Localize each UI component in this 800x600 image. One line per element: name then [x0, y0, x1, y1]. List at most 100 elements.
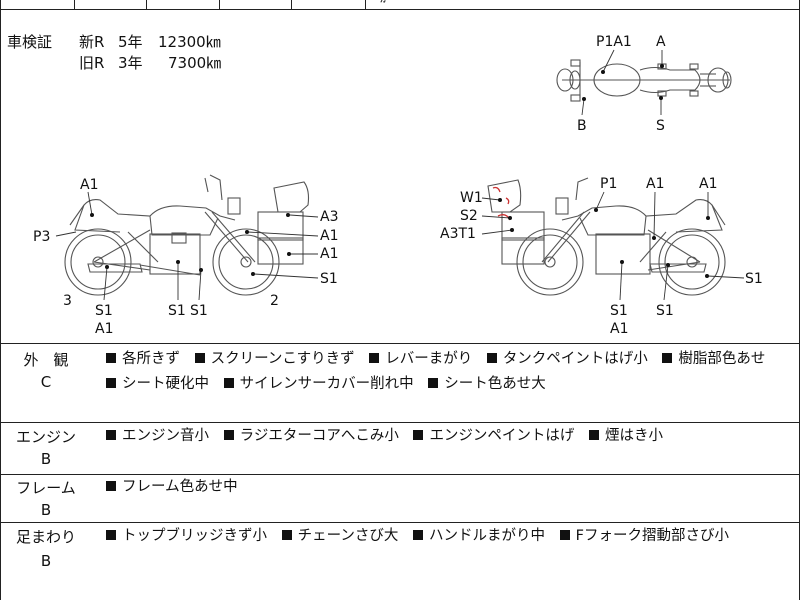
bullet-square-icon: [106, 530, 116, 540]
right-view-bike: [487, 177, 726, 296]
header-cell-divider: [146, 0, 147, 9]
section-engine: エンジン B エンジン音小 ラジエターコアへこみ小 エンジンペイントはげ 煙はき…: [0, 423, 800, 474]
bullet-square-icon: [369, 353, 380, 363]
header-divider: [0, 9, 800, 10]
header-cell-divider: [219, 0, 220, 9]
inspection-years-new: 5年: [118, 33, 143, 51]
category-label: エンジン: [15, 428, 76, 446]
label-left-p3: P3: [33, 229, 51, 245]
label-left-3: 3: [63, 293, 72, 309]
list-item: サイレンサーカバー削れ中: [239, 376, 414, 392]
item-list: エンジン音小 ラジエターコアへこみ小 エンジンペイントはげ 煙はき小: [104, 424, 792, 449]
inspection-type-new: 新R: [79, 33, 105, 51]
label-left-2: 2: [270, 293, 279, 309]
bullet-square-icon: [281, 530, 292, 540]
list-item: チェーンさび大: [297, 528, 399, 544]
list-item: 樹脂部色あせ: [678, 351, 766, 367]
bullet-square-icon: [589, 430, 600, 440]
table-divider: [0, 474, 800, 475]
list-item: レバーまがり: [385, 351, 473, 367]
list-item: フレーム色あせ中: [122, 479, 238, 495]
label-right-a1-bottom: A1: [610, 321, 629, 337]
section-suspension: 足まわり B トップブリッジきず小 チェーンさび大 ハンドルまがり中 Fフォーク…: [0, 523, 800, 600]
header-glyph: ｶ: [380, 0, 387, 7]
label-left-a1-top: A1: [80, 177, 99, 193]
grade-label: B: [40, 501, 52, 519]
grade-label: C: [40, 373, 52, 391]
inspection-type-old: 旧R: [79, 54, 105, 72]
inspection-label: 車検証: [7, 33, 53, 51]
label-right-a3t1: A3T1: [440, 226, 476, 242]
header-cell-divider: [74, 0, 75, 9]
bullet-square-icon: [559, 530, 570, 540]
category-label: 外 観: [23, 351, 69, 369]
list-item: ハンドルまがり中: [429, 528, 545, 544]
table-divider: [0, 522, 800, 523]
right-view-leaders: [481, 191, 745, 301]
item-list: トップブリッジきず小 チェーンさび大 ハンドルまがり中 Fフォーク摺動部さび小: [104, 524, 792, 549]
list-item: タンクペイントはげ小: [502, 351, 648, 367]
list-item: 各所きず: [122, 351, 180, 367]
left-border: [0, 0, 1, 600]
motorcycle-diagram: [55, 49, 745, 301]
label-right-w1: W1: [460, 190, 483, 206]
bullet-square-icon: [662, 353, 673, 363]
list-item: トップブリッジきず小: [122, 528, 267, 544]
bullet-square-icon: [223, 378, 234, 388]
list-item: シート硬化中: [122, 376, 209, 392]
label-top-b: B: [577, 118, 587, 134]
list-item: エンジン音小: [122, 428, 209, 444]
inspection-distance-new: 12300㎞: [158, 33, 221, 51]
category-label: フレーム: [16, 479, 76, 497]
bullet-square-icon: [428, 378, 439, 388]
list-item: Fフォーク摺動部さび小: [575, 528, 729, 544]
label-left-s1-c: S1: [190, 303, 208, 319]
label-right-s1-b: S1: [656, 303, 674, 319]
bullet-square-icon: [413, 430, 424, 440]
label-left-a1-mid: A1: [320, 228, 339, 244]
grade-label: B: [40, 450, 52, 468]
bullet-square-icon: [223, 430, 234, 440]
label-right-s2: S2: [460, 208, 478, 224]
bullet-square-icon: [106, 430, 116, 440]
left-view-bike: [64, 174, 310, 296]
list-item: エンジンペイントはげ: [429, 428, 575, 444]
bullet-square-icon: [106, 378, 116, 388]
label-right-s1-right: S1: [745, 271, 763, 287]
bullet-square-icon: [194, 353, 205, 363]
list-item: ラジエターコアへこみ小: [239, 428, 399, 444]
top-view-bike: [556, 59, 732, 102]
table-divider: [0, 422, 800, 423]
item-list: 各所きず スクリーンこすりきず レバーまがり タンクペイントはげ小 樹脂部色あせ…: [104, 347, 792, 397]
inspection-distance-old: 7300㎞: [168, 54, 222, 72]
bullet-square-icon: [106, 481, 116, 491]
label-left-s1-right: S1: [320, 271, 338, 287]
list-item: シート色あせ大: [444, 376, 546, 392]
item-list: フレーム色あせ中: [104, 475, 792, 500]
label-right-a1-b: A1: [699, 176, 718, 192]
section-exterior: 外 観 C 各所きず スクリーンこすりきず レバーまがり タンクペイントはげ小 …: [0, 344, 800, 422]
label-right-s1-a: S1: [610, 303, 628, 319]
label-right-a1-a: A1: [646, 176, 665, 192]
list-item: スクリーンこすりきず: [210, 351, 355, 367]
label-right-p1: P1: [600, 176, 618, 192]
label-left-s1-b: S1: [168, 303, 186, 319]
list-item: 煙はき小: [605, 428, 664, 444]
top-view-leaders: [581, 49, 664, 116]
grade-label: B: [40, 552, 52, 570]
label-top-p1a1: P1A1: [596, 34, 632, 50]
table-divider: [0, 343, 800, 344]
label-top-s: S: [656, 118, 665, 134]
header-cell-divider: [291, 0, 292, 9]
label-left-s1-a: S1: [95, 303, 113, 319]
inspection-years-old: 3年: [118, 54, 143, 72]
section-frame: フレーム B フレーム色あせ中: [0, 475, 800, 522]
bullet-square-icon: [486, 353, 497, 363]
label-left-a1-low: A1: [320, 246, 339, 262]
label-left-a1-bottom: A1: [95, 321, 114, 337]
bullet-square-icon: [413, 530, 423, 540]
bullet-square-icon: [106, 353, 116, 363]
category-label: 足まわり: [15, 528, 76, 546]
left-view-leaders: [55, 191, 319, 301]
header-cell-divider: [365, 0, 366, 9]
